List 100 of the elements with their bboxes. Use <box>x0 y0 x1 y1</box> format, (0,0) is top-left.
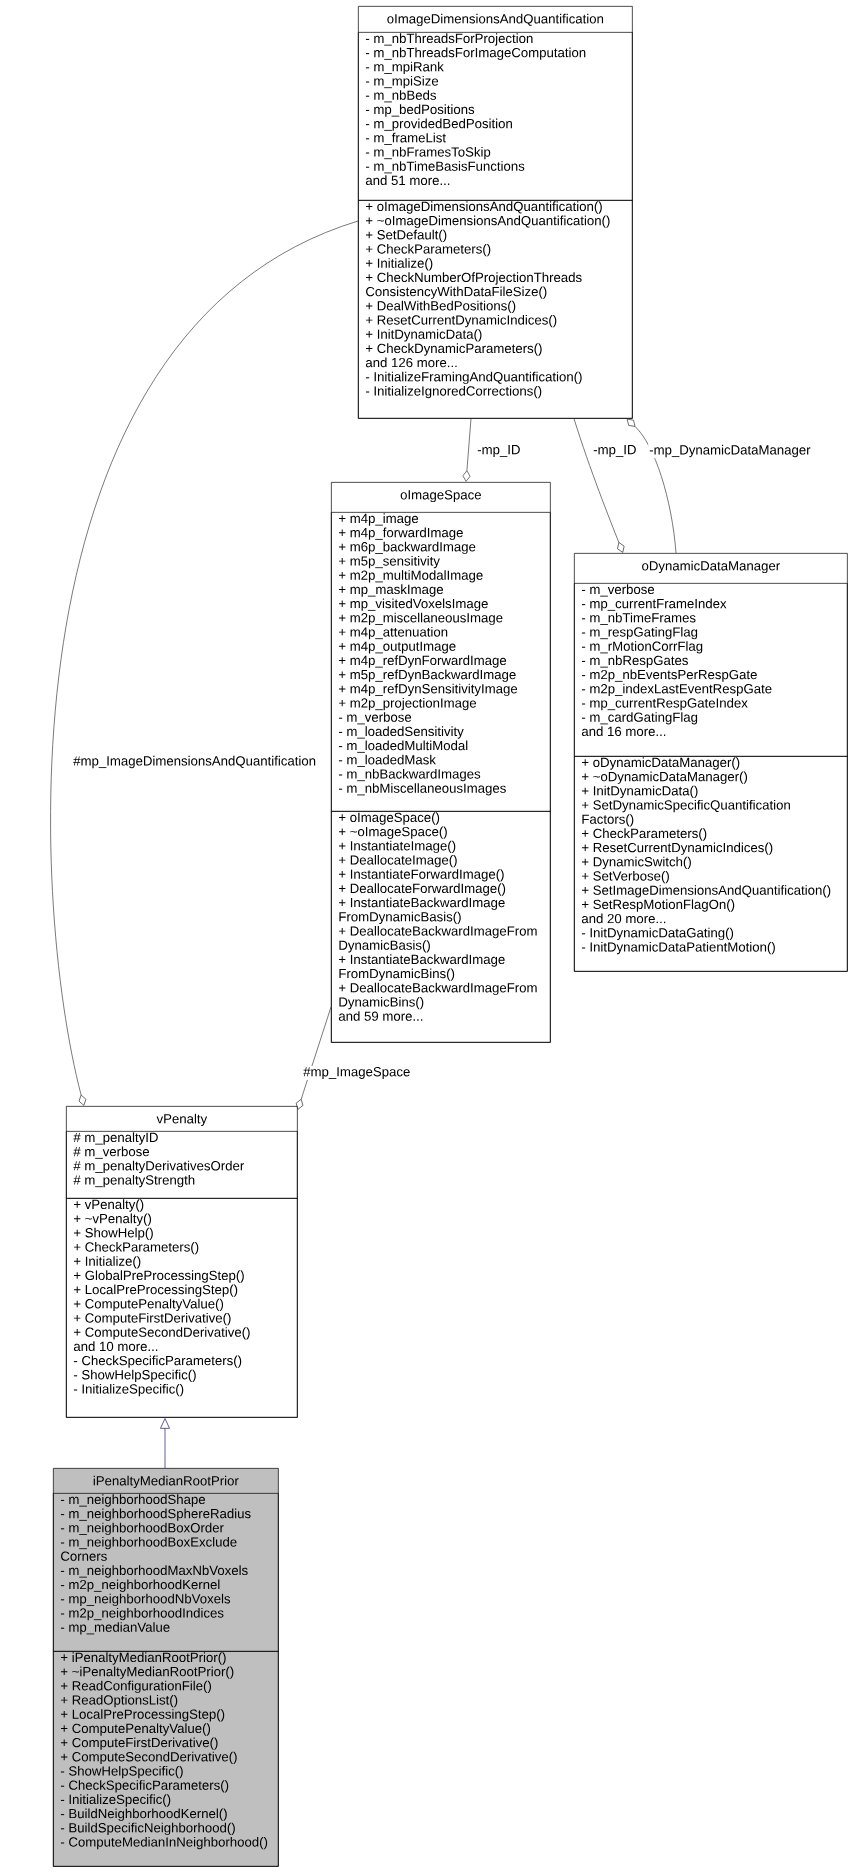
member-text: - m_neighborhoodShape <box>60 1494 206 1507</box>
member-text: - m_mpiSize <box>365 75 439 89</box>
class-box <box>66 1106 298 1418</box>
member-text: - m_providedBedPosition <box>365 118 512 131</box>
member-text: + DeallocateBackwardImageFrom DynamicBins() <box>339 982 537 1010</box>
member-text: + m4p_attenuation <box>339 626 448 640</box>
member-text: + oImageSpace() <box>339 812 440 825</box>
member-text: # m_penaltyStrength <box>73 1174 195 1188</box>
member-text: + CheckParameters() <box>74 1241 199 1255</box>
member-text: + LocalPreProcessingStep() <box>61 1709 225 1722</box>
member-text: + ~iPenaltyMedianRootPrior() <box>61 1666 234 1679</box>
member-text: - BuildNeighborhoodKernel() <box>60 1808 227 1821</box>
member-text: + DealWithBedPositions() <box>366 300 516 314</box>
member-text: # m_verbose <box>73 1146 150 1159</box>
member-text: + SetDefault() <box>366 229 447 243</box>
member-text: + ComputeFirstDerivative() <box>61 1737 218 1750</box>
member-text: - mp_currentRespGateIndex <box>581 697 748 711</box>
aggregation-line <box>295 1006 332 1110</box>
inheritance-arrow <box>160 1418 170 1469</box>
member-text: - m_nbTimeBasisFunctions <box>365 161 525 174</box>
member-text: + LocalPreProcessingStep() <box>74 1284 238 1297</box>
member-text: + DeallocateForwardImage() <box>339 883 506 896</box>
member-text: - m_nbMiscellaneousImages <box>338 783 506 796</box>
member-text: - m_neighborhoodSphereRadius <box>60 1508 251 1521</box>
member-text: + oImageDimensionsAndQuantification() <box>366 201 602 214</box>
member-text: + InstantiateBackwardImage FromDynamicBasis() <box>339 897 505 925</box>
member-text: - InitDynamicDataPatientMotion() <box>581 941 775 955</box>
member-text: + SetImageDimensionsAndQuantification() <box>582 885 831 898</box>
member-text: + ComputeSecondDerivative() <box>74 1327 250 1340</box>
member-text: and 16 more... <box>581 726 666 737</box>
member-text: - InitializeIgnoredCorrections() <box>365 385 542 399</box>
aggregation-line <box>50 220 359 1106</box>
member-text: - BuildSpecificNeighborhood() <box>60 1822 235 1836</box>
class-name: iPenaltyMedianRootPrior <box>93 1475 239 1489</box>
aggregation-line <box>573 418 625 553</box>
member-text: + DynamicSwitch() <box>582 856 691 870</box>
member-text: - m_nbTimeFrames <box>581 612 696 625</box>
member-text: - m_verbose <box>338 712 412 725</box>
edge-label: #mp_ImageSpace <box>303 1067 410 1079</box>
class-name: oImageSpace <box>400 490 481 503</box>
member-text: - m_frameList <box>365 132 446 145</box>
member-text: and 20 more... <box>581 913 666 924</box>
class-name: oDynamicDataManager <box>642 560 780 574</box>
member-text: + ShowHelp() <box>74 1227 153 1241</box>
class-name: oImageDimensionsAndQuantification <box>387 13 604 27</box>
member-text: + Initialize() <box>366 258 433 271</box>
class-box <box>358 6 633 419</box>
member-text: - InitializeSpecific() <box>73 1383 184 1397</box>
member-text: + InstantiateForwardImage() <box>339 869 504 882</box>
member-text: + ~vPenalty() <box>74 1213 151 1226</box>
member-text: + InitDynamicData() <box>582 785 698 799</box>
member-text: - m_verbose <box>581 584 655 597</box>
member-text: - m_rMotionCorrFlag <box>581 641 703 654</box>
member-text: and 126 more... <box>365 357 457 368</box>
member-text: - m_neighborhoodMaxNbVoxels <box>60 1565 248 1578</box>
member-text: + CheckParameters() <box>582 828 707 841</box>
member-text: + ResetCurrentDynamicIndices() <box>366 314 557 328</box>
method-compartment <box>358 200 633 419</box>
member-text: + m2p_projectionImage <box>339 697 477 711</box>
member-text: - m_respGatingFlag <box>581 626 698 640</box>
member-text: and 51 more... <box>365 175 450 186</box>
member-text: + mp_maskImage <box>339 584 444 597</box>
member-text: - mp_medianValue <box>60 1622 170 1635</box>
member-text: - m_loadedMultiModal <box>338 740 468 753</box>
class-box <box>574 553 848 972</box>
member-text: + DeallocateBackwardImageFrom DynamicBasis() <box>339 925 537 953</box>
member-text: - CheckSpecificParameters() <box>60 1780 229 1793</box>
member-text: - m_mpiRank <box>365 61 444 75</box>
member-text: + SetRespMotionFlagOn() <box>582 899 735 912</box>
member-text: - ShowHelpSpecific() <box>73 1369 196 1383</box>
member-text: + m4p_outputImage <box>339 641 456 654</box>
method-compartment <box>331 811 551 1043</box>
member-text: + CheckNumberOfProjectionThreads ConsistencyWithDataFileSize() <box>366 272 582 299</box>
attribute-compartment <box>66 1131 298 1199</box>
member-text: + iPenaltyMedianRootPrior() <box>61 1652 226 1665</box>
member-text: - m2p_neighborhoodIndices <box>60 1607 224 1621</box>
member-text: + m4p_forwardImage <box>339 527 463 540</box>
class-box <box>331 482 551 1043</box>
aggregation-line <box>462 418 472 482</box>
member-text: + vPenalty() <box>74 1199 144 1212</box>
member-text: - mp_neighborhoodNbVoxels <box>60 1593 231 1607</box>
member-text: + m5p_refDynBackwardImage <box>339 669 516 682</box>
edge-label: -mp_ID <box>593 445 636 457</box>
method-compartment <box>53 1651 279 1867</box>
aggregation-line <box>626 418 677 554</box>
member-text: + m4p_image <box>339 513 419 526</box>
attribute-compartment <box>358 32 633 201</box>
edge-label: -mp_ID <box>477 445 520 457</box>
member-text: - m_nbBackwardImages <box>338 768 481 782</box>
member-text: # m_penaltyID <box>73 1132 158 1145</box>
member-text: + ~oImageDimensionsAndQuantification() <box>366 215 610 228</box>
member-text: - m_nbBeds <box>365 90 437 103</box>
member-text: + SetDynamicSpecificQuantification Factors() <box>582 799 790 827</box>
member-text: + m6p_backwardImage <box>339 541 476 555</box>
member-text: - ShowHelpSpecific() <box>60 1765 183 1779</box>
member-text: + InstantiateBackwardImage FromDynamicBins() <box>339 954 505 981</box>
member-text: + CheckParameters() <box>366 243 491 257</box>
member-text: + InstantiateImage() <box>339 840 456 854</box>
member-text: - InitializeFramingAndQuantification() <box>365 371 582 385</box>
member-text: + oDynamicDataManager() <box>582 757 740 770</box>
